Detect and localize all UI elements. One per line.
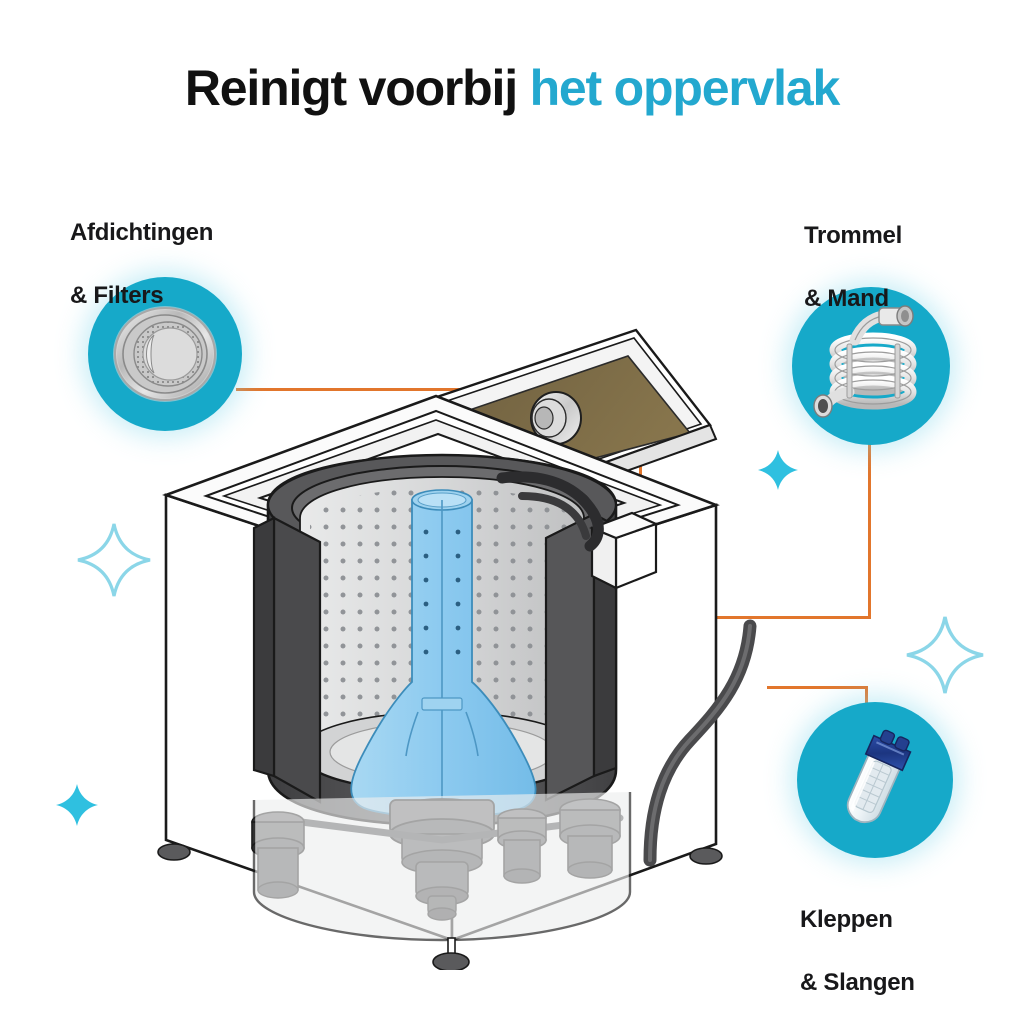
callout-label-valves-hoses: Kleppen & Slangen <box>800 872 915 1030</box>
callout-label-seals-filters-line1: Afdichtingen <box>70 218 214 246</box>
leveling-feet <box>157 843 723 970</box>
callout-icon-drum-basket[interactable] <box>792 287 950 445</box>
wire-harness <box>496 471 604 552</box>
inlet-valve-filter-icon <box>846 729 912 824</box>
sparkle-left-bottom-icon <box>56 784 98 826</box>
tub-cutaway-wall <box>252 512 618 804</box>
callout-label-valves-hoses-line2: & Slangen <box>800 969 915 997</box>
agitator <box>350 489 537 818</box>
sparkle-left-mid-icon <box>77 523 151 597</box>
washing-machine-cutaway-illustration <box>157 328 757 970</box>
page-title-part-1: Reinigt voorbij <box>184 60 530 116</box>
drain-hose <box>643 619 757 867</box>
sparkle-right-mid-icon <box>906 616 984 694</box>
callout-label-drum-basket-line1: Trommel <box>804 221 902 249</box>
callout-icon-seals-filters[interactable] <box>88 277 242 431</box>
coiled-hose-icon <box>813 305 917 418</box>
door-seal-gasket-icon <box>113 306 217 402</box>
page-title: Reinigt voorbij het oppervlak <box>0 62 1024 115</box>
machine-base-pan <box>252 792 632 942</box>
callout-icon-valves-hoses[interactable] <box>797 702 953 858</box>
callout-label-valves-hoses-line1: Kleppen <box>800 905 893 933</box>
connector-seals-to-lid-horizontal <box>236 388 642 391</box>
callout-label-drum-basket-line2: & Mand <box>804 285 889 313</box>
connector-valves-to-hose-horizontal <box>767 686 868 689</box>
sparkle-center-right-icon <box>758 450 798 490</box>
callout-label-seals-filters-line2: & Filters <box>70 282 164 310</box>
callout-label-drum-basket: Trommel & Mand <box>804 188 902 346</box>
callout-label-seals-filters: Afdichtingen & Filters <box>70 185 213 343</box>
connector-drum-to-basket-horizontal <box>590 616 871 619</box>
connector-drum-to-basket-vertical <box>868 430 871 618</box>
page-title-part-2: het oppervlak <box>529 60 841 116</box>
